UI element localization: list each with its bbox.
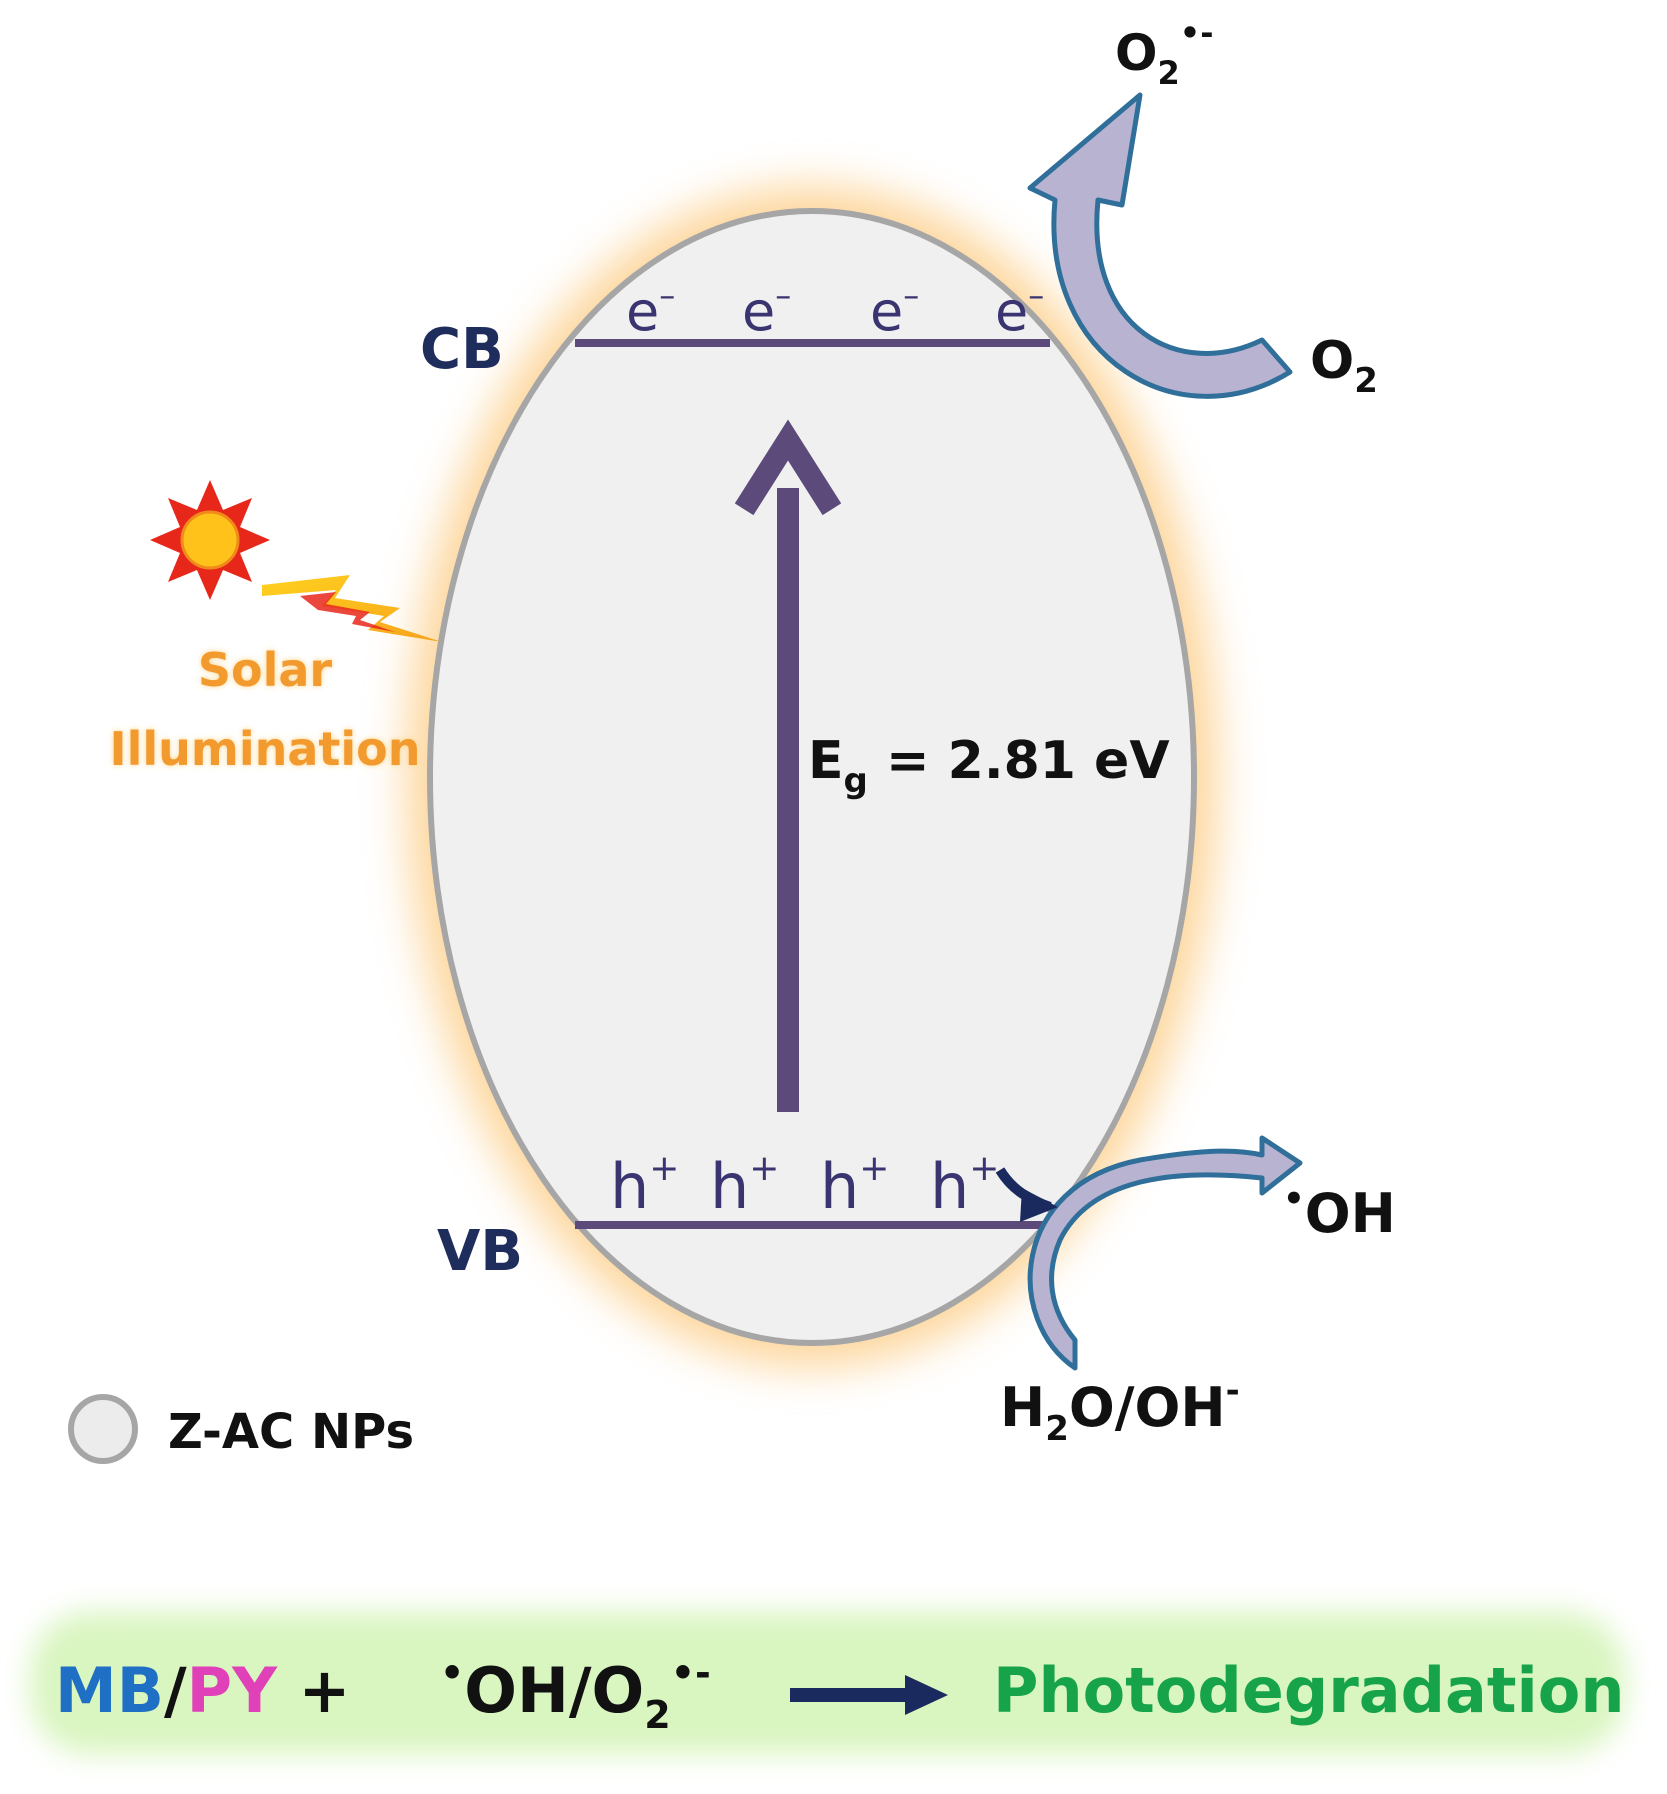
nanoparticle: [427, 208, 1197, 1346]
hydroxyl-label: •OH: [1283, 1179, 1396, 1245]
vb-label: VB: [437, 1219, 523, 1284]
solar-label-glow: Solar: [198, 643, 333, 697]
holes: h+ h+ h+ h+: [610, 1148, 999, 1223]
electron: e–: [995, 276, 1044, 343]
water-oxidation-arrow: [1027, 1135, 1303, 1371]
excitation-arrow: [734, 419, 842, 1112]
reaction-arrow: [790, 1675, 948, 1715]
hole: h+: [710, 1148, 779, 1223]
solar-label-line1: Solar: [198, 643, 333, 697]
oxygen-label: O2: [1310, 331, 1378, 401]
water-label: H2O/OH-: [1000, 1371, 1240, 1449]
hole: h+: [930, 1148, 999, 1223]
hole-transfer-arrow: [995, 1167, 1058, 1222]
cb-label: CB: [420, 317, 504, 382]
hole: h+: [820, 1148, 889, 1223]
solar-illumination-label: Solar Solar Illumination Illumination: [110, 643, 421, 776]
electron: e–: [626, 276, 675, 343]
oxygen-reduction-arrow: [1027, 92, 1293, 399]
solar-label-line2: Illumination: [110, 722, 421, 776]
solar-label-glow: Illumination: [110, 722, 421, 776]
reaction-product: Photodegradation: [993, 1654, 1624, 1727]
sun-icon: [150, 480, 270, 600]
reaction-reactants: MB/PY +: [55, 1654, 351, 1727]
bandgap-label: Eg = 2.81 eV: [808, 731, 1170, 801]
superoxide-label: O2•-: [1115, 14, 1214, 92]
reaction-equation: MB/PY + •OH/O2•- Photodegradation: [55, 1651, 1624, 1737]
electron: e–: [870, 276, 919, 343]
legend-label: Z-AC NPs: [168, 1404, 414, 1460]
reaction-highlight: [30, 1612, 1625, 1754]
lightning-bolt-icon: [262, 575, 442, 642]
hole: h+: [610, 1148, 679, 1223]
electron: e–: [742, 276, 791, 343]
electrons: e– e– e– e–: [626, 276, 1044, 343]
legend-particle-icon: [68, 1394, 138, 1464]
reaction-radicals: •OH/O2•-: [440, 1651, 711, 1737]
